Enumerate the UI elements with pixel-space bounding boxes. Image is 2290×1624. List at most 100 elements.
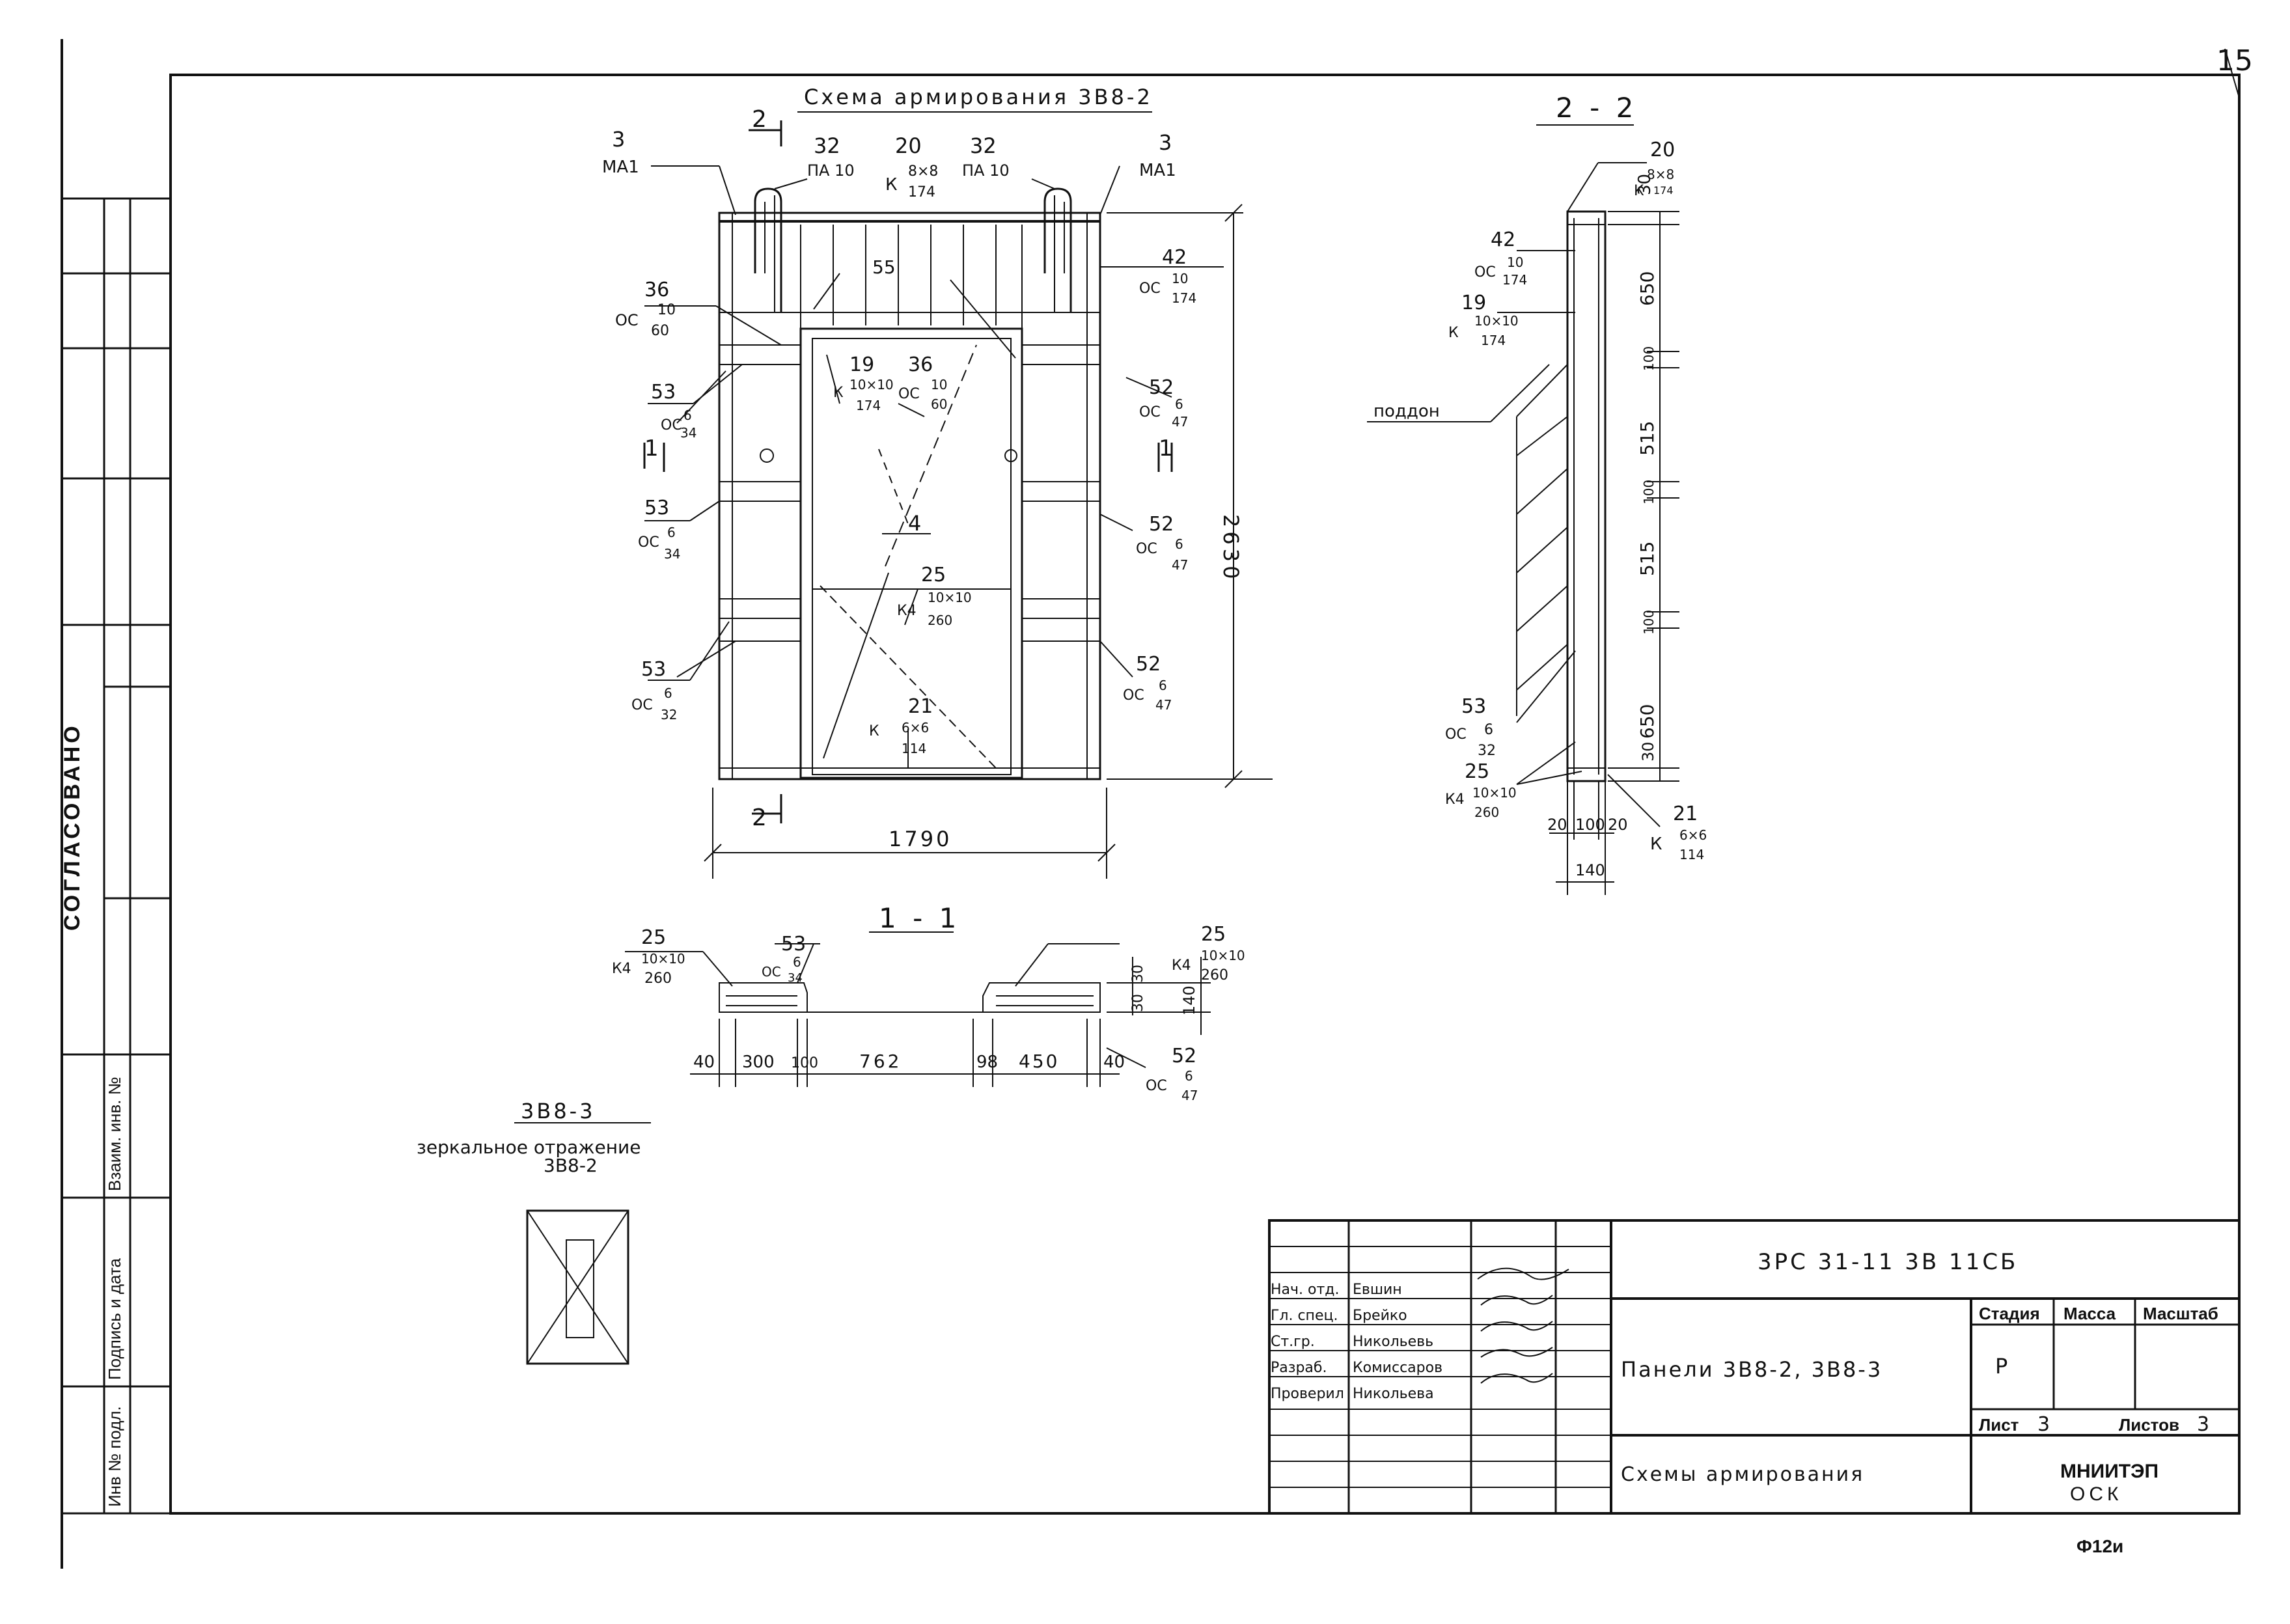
callout-num: 53 bbox=[1461, 695, 1486, 718]
callout-4: 4 bbox=[908, 511, 921, 536]
callout-right-52c: 52 ОС 6 47 bbox=[1123, 653, 1172, 713]
callout-inner-21: 21 К 6×6 114 bbox=[869, 695, 933, 756]
callout-prefix: ОС bbox=[638, 534, 659, 551]
callout-frac-bot: 260 bbox=[1201, 967, 1228, 984]
stage-header: Стадия bbox=[1979, 1304, 2040, 1323]
doc-title: Схемы армирования bbox=[1621, 1463, 1864, 1486]
callout-left-36: 36 ОС 10 60 bbox=[615, 279, 676, 339]
callout-num: 20 bbox=[895, 133, 922, 158]
callout-ref: ПА 10 bbox=[807, 161, 855, 180]
callout-frac-bot: 34 bbox=[680, 425, 697, 441]
section-mark-bottom: 2 bbox=[752, 805, 767, 831]
sheets-value: 3 bbox=[2197, 1413, 2209, 1436]
callout-prefix: К bbox=[869, 723, 879, 739]
callout-prefix: ОС bbox=[1146, 1078, 1167, 1094]
dim: 40 bbox=[693, 1053, 715, 1072]
product-name: Панели 3В8-2, 3В8-3 bbox=[1621, 1357, 1883, 1382]
callout-prefix: К4 bbox=[897, 603, 917, 619]
name-4: Комиссаров bbox=[1353, 1360, 1442, 1376]
callout-num: 21 bbox=[908, 695, 933, 718]
callout-frac-bot: 174 bbox=[908, 184, 935, 200]
mirror-note-line1: 3В8-3 bbox=[521, 1099, 596, 1123]
callout-num: 3 bbox=[1159, 130, 1172, 155]
s11-callout-25-right: 25 К4 10×10 260 bbox=[1172, 923, 1245, 984]
dim: 650 bbox=[1636, 704, 1658, 739]
sheet-label: Лист bbox=[1979, 1415, 2019, 1435]
callout-frac-bot: 47 bbox=[1172, 557, 1188, 573]
stage-value: Р bbox=[1995, 1354, 2007, 1379]
callout-prefix: К bbox=[1448, 325, 1459, 341]
sheet-number: 15 bbox=[2216, 44, 2253, 77]
s22-dim-b1: 20 bbox=[1547, 816, 1567, 834]
callout-prefix: ОС bbox=[1139, 281, 1161, 297]
callout-prefix: ОС bbox=[661, 417, 682, 434]
callout-frac-top: 10 bbox=[657, 302, 676, 318]
callout-frac-bot: 47 bbox=[1181, 1088, 1198, 1103]
callout-num: 53 bbox=[641, 658, 666, 681]
s22-callout-53: 53 ОС 6 32 bbox=[1445, 695, 1496, 759]
callout-frac-bot: 174 bbox=[1172, 290, 1196, 306]
callout-frac-bot: 174 bbox=[1502, 272, 1527, 288]
callout-frac-top: 10 bbox=[1172, 271, 1188, 286]
callout-frac-bot: 260 bbox=[644, 970, 672, 987]
section-1-mark-left: 1 bbox=[644, 435, 659, 461]
dim: 40 bbox=[1103, 1053, 1125, 1072]
callout-num: 19 bbox=[849, 353, 874, 376]
name-3: Никольевь bbox=[1353, 1334, 1433, 1350]
callout-top-loop-left: 32 ПА 10 bbox=[807, 133, 855, 180]
callout-left-53c: 53 ОС 6 32 bbox=[631, 658, 677, 723]
callout-num: 20 bbox=[1650, 139, 1675, 161]
section-mark-top: 2 bbox=[752, 106, 767, 133]
callout-frac-bot: 174 bbox=[856, 398, 881, 413]
callout-num: 53 bbox=[644, 497, 669, 519]
callout-frac-bot: 32 bbox=[1478, 743, 1496, 759]
callout-prefix: ОС bbox=[1123, 687, 1144, 704]
name-2: Брейко bbox=[1353, 1308, 1407, 1324]
callout-num: 36 bbox=[644, 279, 669, 301]
callout-inner-19: 19 К 10×10 174 bbox=[833, 353, 894, 413]
callout-num: 42 bbox=[1491, 228, 1515, 251]
callout-frac-top: 6 bbox=[664, 685, 672, 701]
callout-num: 21 bbox=[1673, 803, 1698, 825]
doc-code: 3РС 31-11 3В 11СБ bbox=[1758, 1249, 2018, 1275]
org-line2: ОСК bbox=[2070, 1483, 2122, 1505]
callout-frac-top: 10×10 bbox=[849, 377, 894, 392]
dim: 30 bbox=[1635, 174, 1655, 195]
callout-frac-bot: 174 bbox=[1481, 333, 1506, 348]
callout-prefix: К4 bbox=[612, 961, 631, 977]
mirror-note-line2: зеркальное отражение bbox=[417, 1136, 641, 1158]
callout-frac-bot: 260 bbox=[928, 612, 952, 628]
callout-frac-top: 10×10 bbox=[641, 951, 685, 967]
callout-frac-top: 6×6 bbox=[1679, 827, 1707, 843]
role-2: Гл. спец. bbox=[1271, 1308, 1338, 1324]
callout-frac-top: 6 bbox=[1175, 536, 1183, 552]
s11-dim-r1: 30 bbox=[1130, 965, 1146, 983]
callout-num: 53 bbox=[651, 381, 676, 404]
s22-callout-42: 42 ОС 10 174 bbox=[1474, 228, 1527, 288]
callout-num: 25 bbox=[921, 564, 946, 586]
callout-prefix: ОС bbox=[1474, 264, 1496, 281]
callout-frac-bot: 32 bbox=[661, 707, 677, 723]
callout-prefix: К4 bbox=[1445, 791, 1465, 808]
callout-frac-bot: 34 bbox=[788, 971, 803, 985]
callout-prefix: К4 bbox=[1172, 957, 1191, 974]
callout-num: 53 bbox=[781, 933, 806, 956]
s11-dim-r3: 140 bbox=[1180, 985, 1198, 1015]
callout-ref: МА1 bbox=[602, 158, 639, 177]
sheets-label: Листов bbox=[2119, 1415, 2179, 1435]
s11-dim-r2: 30 bbox=[1130, 994, 1146, 1012]
s22-dim-b2: 100 bbox=[1575, 816, 1605, 834]
callout-frac-top: 6 bbox=[1159, 678, 1167, 693]
callout-prefix: ОС bbox=[762, 964, 781, 980]
callout-num: 52 bbox=[1149, 513, 1174, 536]
main-view-title: Схема армирования 3В8-2 bbox=[804, 85, 1153, 109]
callout-frac-top: 6 bbox=[683, 407, 692, 423]
callout-ref: ПА 10 bbox=[962, 161, 1010, 180]
role-3: Ст.гр. bbox=[1271, 1334, 1315, 1350]
callout-frac-bot: 47 bbox=[1172, 414, 1188, 430]
section-2-2-drawing bbox=[1367, 124, 1679, 895]
dim: 650 bbox=[1636, 271, 1658, 306]
s11-callout-53: 53 ОС 6 34 bbox=[762, 933, 806, 985]
dim: 100 bbox=[791, 1055, 818, 1071]
callout-right-52b: 52 ОС 6 47 bbox=[1136, 513, 1188, 573]
